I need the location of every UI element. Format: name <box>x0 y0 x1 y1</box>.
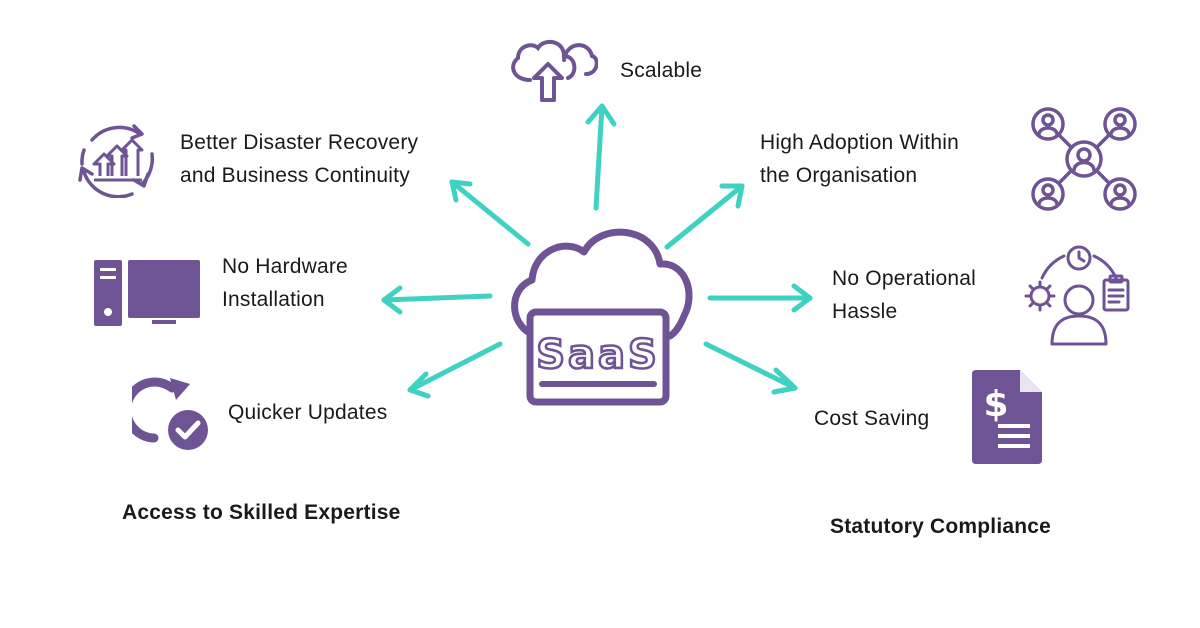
saas-cloud-icon: SaaS <box>511 228 693 406</box>
benefit-scalable-line-1: Scalable <box>620 59 703 82</box>
benefit-high-adoption-line-1: High Adoption Within <box>760 131 959 154</box>
growth-cycle-icon <box>78 124 155 198</box>
benefit-no-hardware-line-2: Installation <box>222 288 325 311</box>
benefit-cost-saving-line-1: Cost Saving <box>814 407 930 430</box>
cloud-upload-icon <box>511 39 598 102</box>
benefit-no-hardware-line-1: No Hardware <box>222 255 348 278</box>
saas-label: SaaS <box>536 332 660 378</box>
people-network-icon <box>1031 107 1137 211</box>
invoice-dollar-icon: $ <box>972 370 1042 464</box>
update-check-icon <box>132 377 208 450</box>
benefit-no-operational-hassle-line-2: Hassle <box>832 300 898 323</box>
benefit-cost-saving: Cost Saving <box>814 402 929 435</box>
arrow-quicker-updates <box>407 341 503 399</box>
benefit-high-adoption: High Adoption Within the Organisation <box>760 126 959 192</box>
benefit-disaster-recovery-line-1: Better Disaster Recovery <box>180 131 419 154</box>
operations-person-icon <box>1024 245 1130 346</box>
arrow-cost-saving <box>703 341 798 395</box>
benefit-quicker-updates-line-1: Quicker Updates <box>228 401 388 424</box>
arrow-scalable <box>585 103 617 211</box>
svg-text:$: $ <box>983 384 1008 425</box>
arrow-disaster-recovery <box>449 179 531 247</box>
benefit-quicker-updates: Quicker Updates <box>228 396 387 429</box>
benefit-no-operational-hassle-line-1: No Operational <box>832 267 977 290</box>
benefit-disaster-recovery: Better Disaster Recovery and Business Co… <box>180 126 418 192</box>
benefit-disaster-recovery-line-2: and Business Continuity <box>180 164 410 187</box>
benefit-no-hardware: No Hardware Installation <box>222 250 348 316</box>
footer-right-text: Statutory Compliance <box>830 515 1052 538</box>
arrow-no-operational-hassle <box>707 283 813 313</box>
benefit-scalable: Scalable <box>620 54 702 87</box>
arrow-high-adoption <box>664 183 745 250</box>
arrow-no-hardware <box>381 285 493 315</box>
benefit-no-operational-hassle: No Operational Hassle <box>832 262 976 328</box>
desktop-computer-icon <box>94 260 200 326</box>
benefit-high-adoption-line-2: the Organisation <box>760 164 918 187</box>
footer-left-text: Access to Skilled Expertise <box>122 501 401 524</box>
